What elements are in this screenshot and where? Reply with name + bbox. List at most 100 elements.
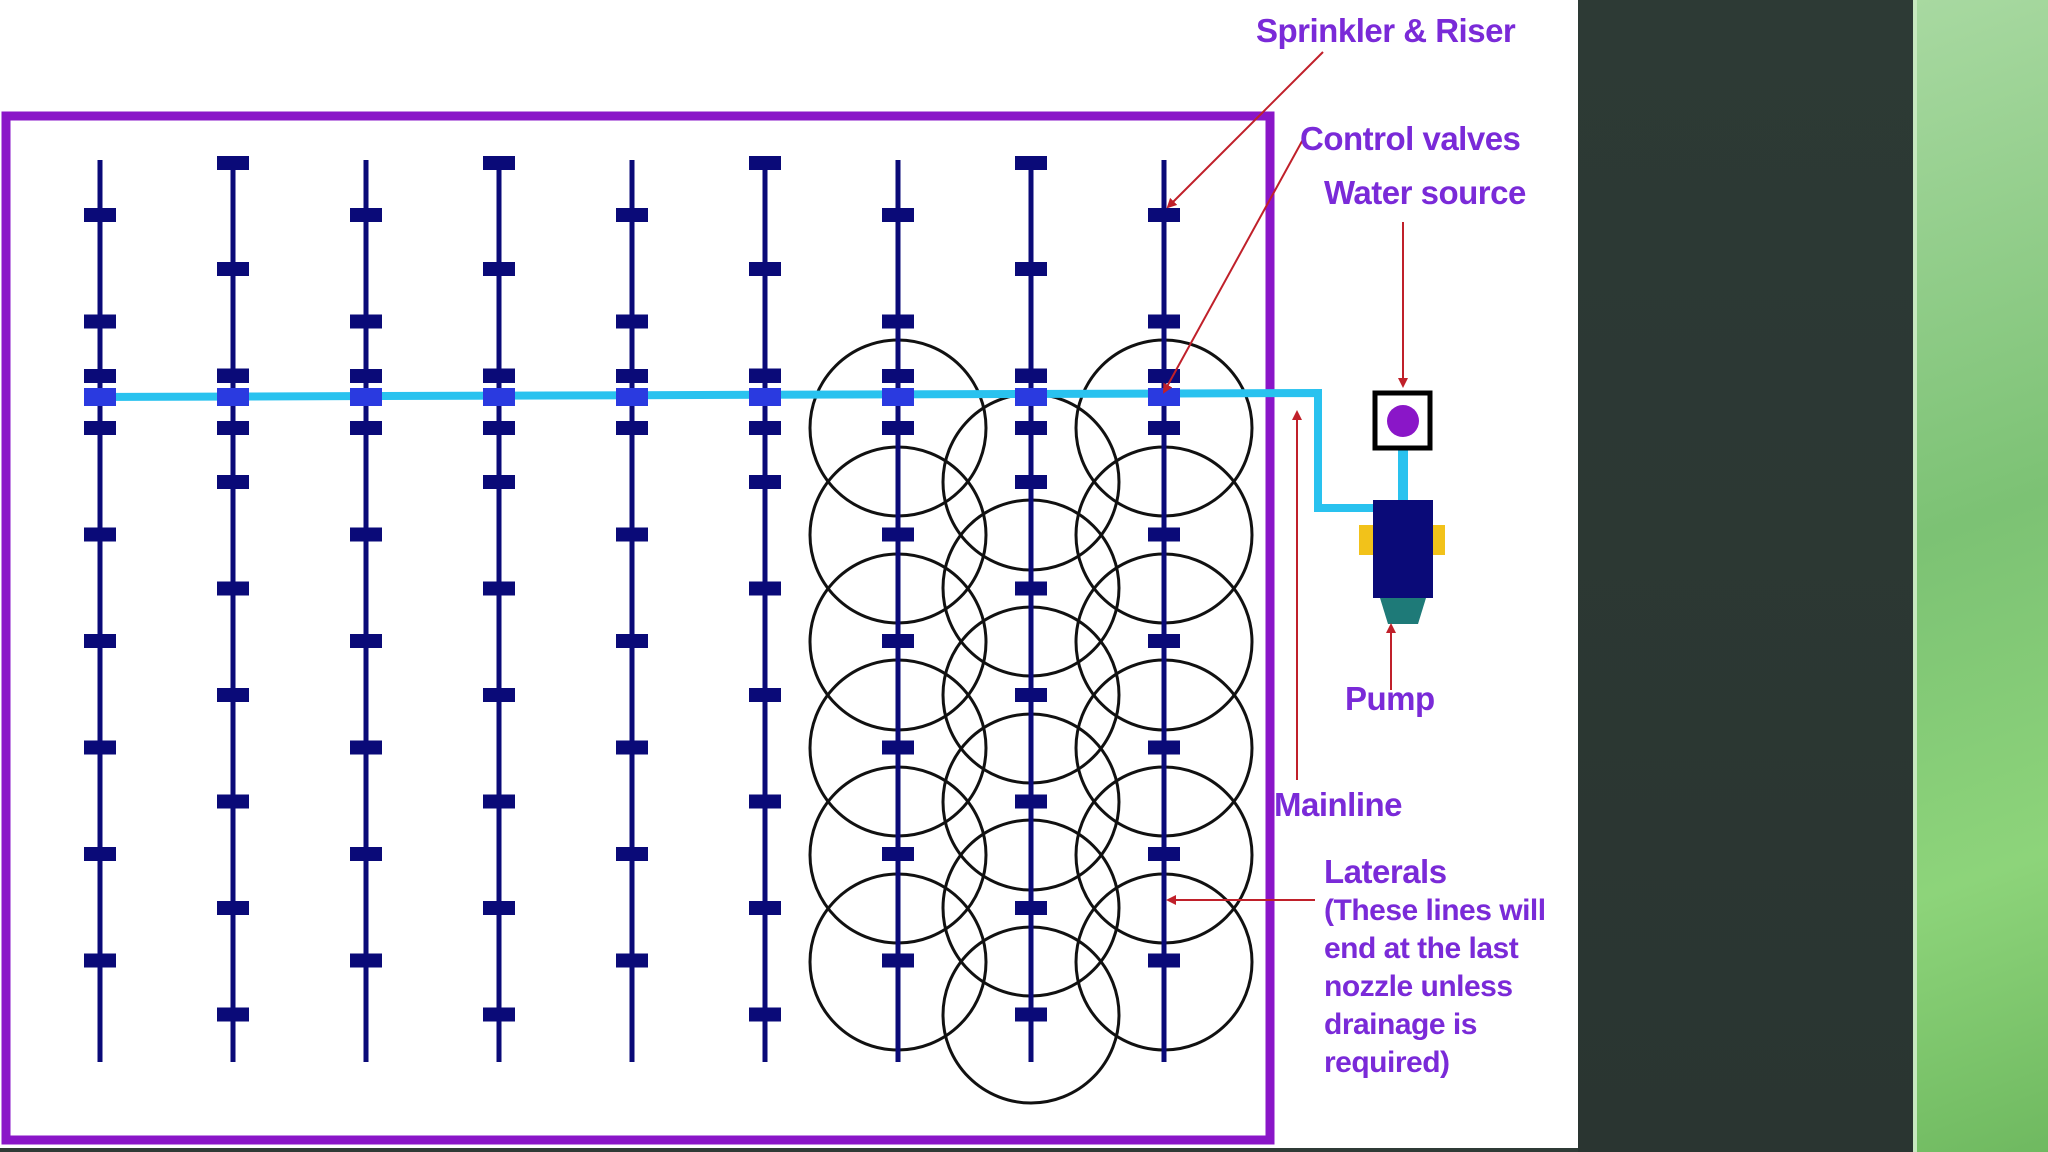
- sprinkler-riser: [616, 314, 648, 329]
- sprinkler-riser: [483, 369, 515, 383]
- sprinkler-riser: [882, 208, 914, 222]
- control-valve: [217, 388, 249, 406]
- field-boundary: [1, 111, 1275, 1145]
- sprinkler-riser: [217, 901, 249, 915]
- sprinkler-riser: [84, 421, 116, 435]
- arrow-sprinkler-riser: [1166, 51, 1324, 209]
- sprinkler-riser: [1015, 1007, 1047, 1022]
- laterals-line: end at the last: [1324, 932, 1519, 965]
- pump-base: [1380, 598, 1426, 624]
- pump-icon: [1359, 500, 1445, 624]
- sprinkler-riser: [483, 475, 515, 489]
- sprinkler-riser: [616, 847, 648, 861]
- sprinkler-layout-diagram: [1, 51, 1445, 1145]
- laterals-line: drainage is: [1324, 1008, 1477, 1041]
- arrow-control-valves: [1163, 133, 1307, 394]
- sprinkler-riser: [882, 527, 914, 542]
- sprinkler-riser: [217, 421, 249, 435]
- sprinkler-riser: [350, 314, 382, 329]
- sprinkler-riser: [1148, 953, 1180, 968]
- sprinkler-riser: [616, 527, 648, 542]
- sprinkler-riser: [749, 262, 781, 276]
- sprinkler-riser: [616, 740, 648, 755]
- control-valve: [483, 388, 515, 406]
- sprinkler-riser: [616, 369, 648, 383]
- sprinkler-riser: [749, 369, 781, 383]
- laterals-line: required): [1324, 1046, 1450, 1079]
- sprinkler-riser: [749, 688, 781, 702]
- mainline-pipe: [85, 388, 1374, 512]
- sprinkler-riser: [84, 208, 116, 222]
- callout-arrows: [1163, 51, 1408, 905]
- sprinkler-riser: [1148, 208, 1180, 222]
- sprinkler-riser: [749, 1007, 781, 1022]
- sprinkler-riser: [1015, 581, 1047, 596]
- sprinkler-riser: [84, 953, 116, 968]
- sprinkler-riser: [1148, 314, 1180, 329]
- sprinkler-riser: [217, 581, 249, 596]
- sprinkler-riser: [217, 369, 249, 383]
- sprinkler-riser: [483, 901, 515, 915]
- sprinkler-riser: [1015, 421, 1047, 435]
- slide: [0, 0, 1578, 1148]
- sprinkler-riser: [1015, 262, 1047, 276]
- sprinkler-riser: [882, 740, 914, 755]
- sprinkler-riser: [217, 794, 249, 809]
- label-pump: Pump: [1345, 680, 1435, 717]
- green-decorative-panel: [1913, 0, 2048, 1152]
- mainline-group: [85, 388, 1374, 512]
- label-control-valves: Control valves: [1300, 120, 1521, 157]
- sprinkler-riser: [1015, 794, 1047, 809]
- sprinkler-riser: [749, 581, 781, 596]
- sprinkler-riser: [350, 847, 382, 861]
- control-valve: [616, 388, 648, 406]
- dark-side-panel: [1578, 0, 1913, 1152]
- sprinkler-riser: [1015, 369, 1047, 383]
- label-water-source: Water source: [1324, 174, 1526, 211]
- sprinkler-riser: [1015, 688, 1047, 702]
- sprinkler-riser: [882, 314, 914, 329]
- label-mainline: Mainline: [1274, 786, 1403, 823]
- sprinkler-riser: [217, 156, 249, 170]
- sprinkler-riser: [882, 634, 914, 648]
- sprinkler-riser: [616, 421, 648, 435]
- sprinkler-riser: [217, 1007, 249, 1022]
- control-valve: [1015, 388, 1047, 406]
- sprinkler-riser: [882, 421, 914, 435]
- sprinkler-riser: [84, 314, 116, 329]
- label-laterals: Laterals (These lines will end at the la…: [1324, 852, 1546, 1082]
- sprinkler-riser: [1148, 740, 1180, 755]
- sprinkler-riser: [483, 262, 515, 276]
- control-valve: [749, 388, 781, 406]
- sprinkler-riser: [84, 369, 116, 383]
- sprinkler-riser: [882, 847, 914, 861]
- sprinkler-riser: [1015, 156, 1047, 170]
- sprinkler-riser: [749, 475, 781, 489]
- control-valve: [84, 388, 116, 406]
- sprinkler-riser: [1148, 527, 1180, 542]
- control-valve: [882, 388, 914, 406]
- sprinkler-riser: [350, 369, 382, 383]
- water-source-icon: [1372, 390, 1433, 500]
- control-valve: [350, 388, 382, 406]
- sprinkler-riser: [350, 740, 382, 755]
- laterals-group: [84, 156, 1180, 1062]
- sprinkler-riser: [483, 794, 515, 809]
- sprinkler-riser: [350, 953, 382, 968]
- laterals-line: Laterals: [1324, 853, 1447, 890]
- sprinkler-riser: [217, 475, 249, 489]
- label-sprinkler-riser: Sprinkler & Riser: [1256, 12, 1516, 49]
- sprinkler-riser: [483, 688, 515, 702]
- sprinkler-riser: [483, 156, 515, 170]
- sprinkler-riser: [350, 208, 382, 222]
- sprinkler-riser: [1015, 901, 1047, 915]
- sprinkler-riser: [882, 953, 914, 968]
- sprinkler-riser: [1148, 847, 1180, 861]
- sprinkler-riser: [616, 634, 648, 648]
- sprinkler-riser: [749, 901, 781, 915]
- sprinkler-riser: [483, 421, 515, 435]
- sprinkler-riser: [1148, 421, 1180, 435]
- sprinkler-riser: [350, 634, 382, 648]
- sprinkler-riser: [84, 740, 116, 755]
- sprinkler-riser: [616, 208, 648, 222]
